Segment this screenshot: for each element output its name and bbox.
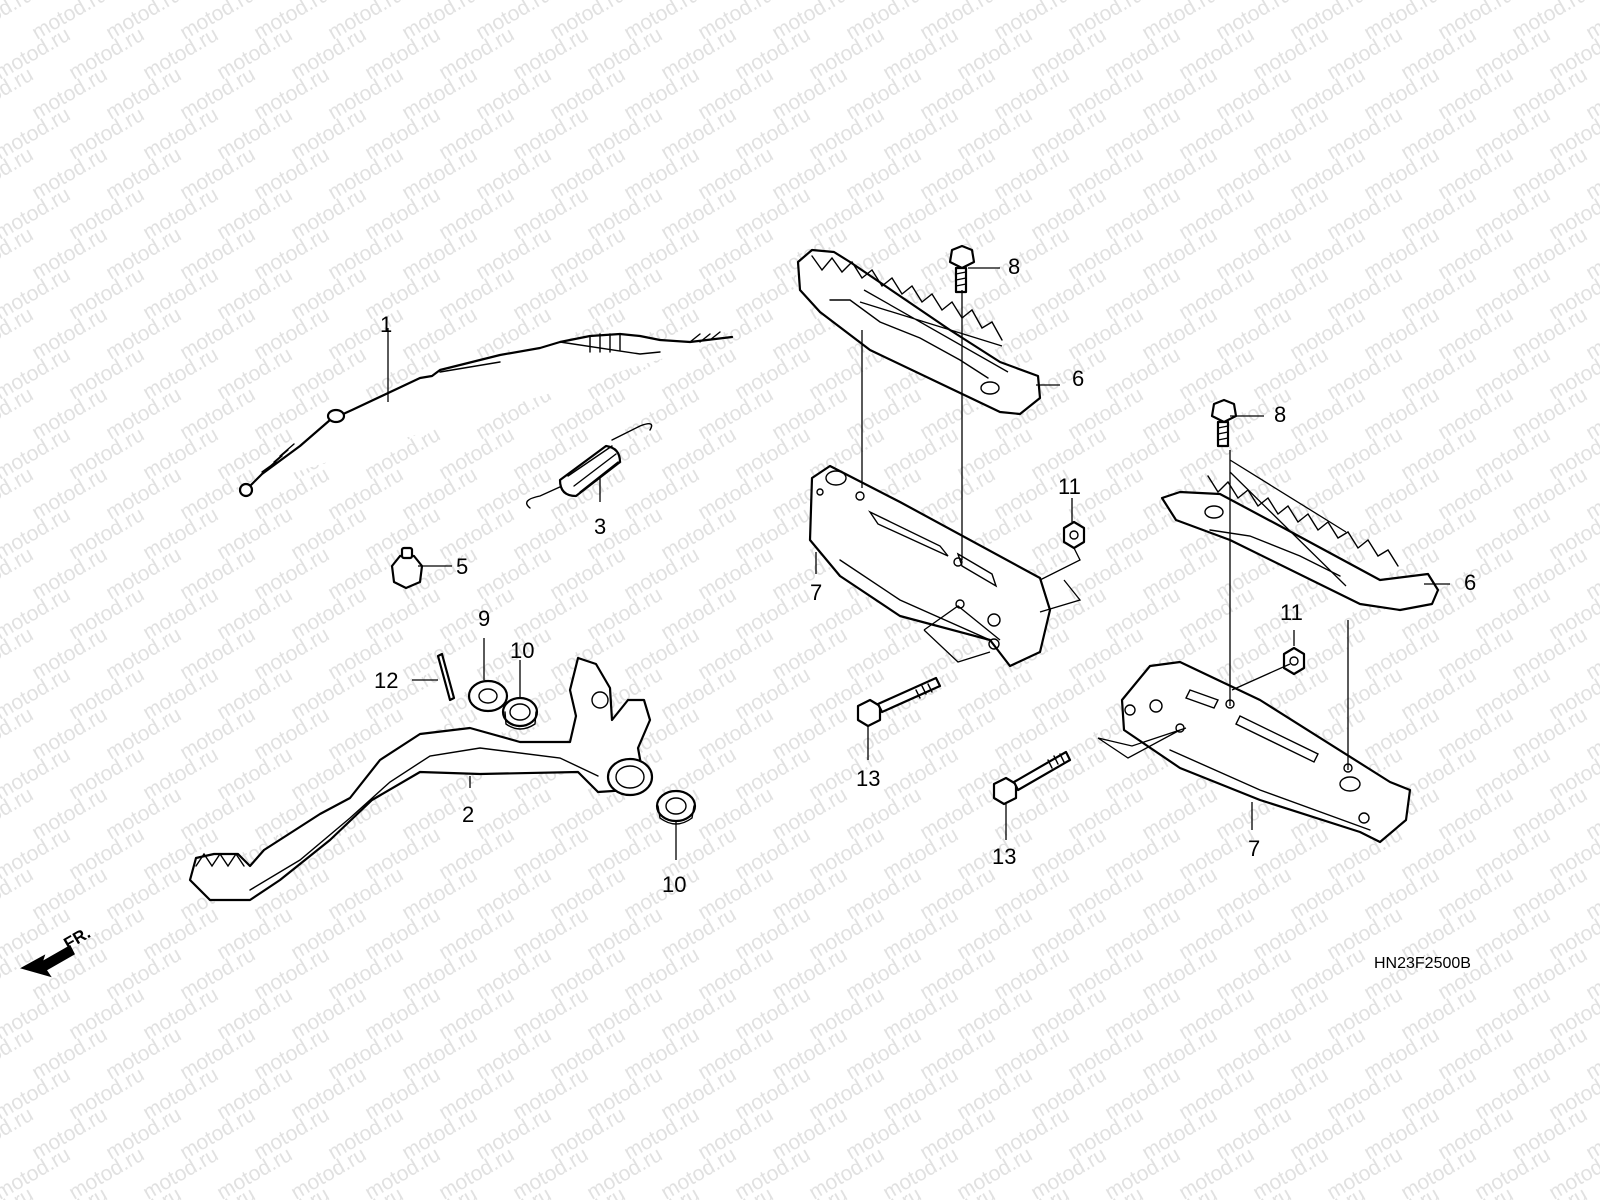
callout-6a[interactable]: 6 bbox=[1072, 366, 1084, 391]
callout-10b[interactable]: 10 bbox=[662, 872, 686, 897]
callout-7b[interactable]: 7 bbox=[1248, 836, 1260, 861]
callout-5[interactable]: 5 bbox=[456, 554, 468, 579]
diagram-code: HN23F2500B bbox=[1374, 955, 1471, 972]
callout-8a[interactable]: 8 bbox=[1008, 254, 1020, 279]
callout-1[interactable]: 1 bbox=[380, 312, 392, 337]
callout-6b[interactable]: 6 bbox=[1464, 570, 1476, 595]
callout-12[interactable]: 12 bbox=[374, 668, 398, 693]
washer[interactable] bbox=[467, 679, 509, 713]
callout-8b[interactable]: 8 bbox=[1274, 402, 1286, 427]
callout-3[interactable]: 3 bbox=[594, 514, 606, 539]
nut-11-upper[interactable] bbox=[1062, 520, 1086, 550]
callout-11b[interactable]: 11 bbox=[1280, 600, 1303, 625]
bushing-lower[interactable] bbox=[655, 789, 697, 825]
callout-13a[interactable]: 13 bbox=[856, 766, 880, 791]
callout-13b[interactable]: 13 bbox=[992, 844, 1016, 869]
nut-11-lower[interactable] bbox=[1282, 646, 1306, 676]
callout-11a[interactable]: 11 bbox=[1058, 474, 1081, 499]
callout-2[interactable]: 2 bbox=[462, 802, 474, 827]
callout-7a[interactable]: 7 bbox=[810, 580, 822, 605]
callout-10a[interactable]: 10 bbox=[510, 638, 534, 663]
callout-9[interactable]: 9 bbox=[478, 606, 490, 631]
